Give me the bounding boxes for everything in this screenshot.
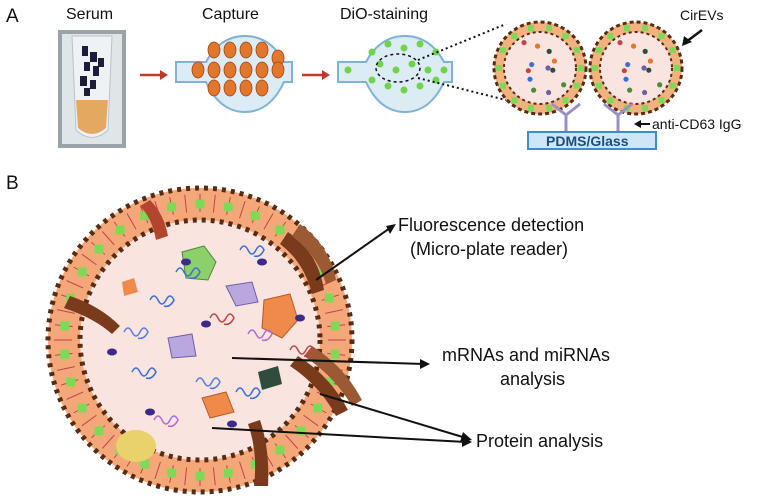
step-arrow-2 [302, 70, 330, 80]
substrate-label: PDMS/Glass [546, 133, 629, 149]
cirevs-pointer-arrow [682, 29, 703, 46]
pdms-glass-substrate [527, 131, 657, 150]
step-capture-label: Capture [202, 6, 259, 23]
step-dio-staining-label: DiO-staining [340, 6, 429, 23]
cirev-vesicle-left [492, 20, 588, 116]
cirevs-label: CirEVs [680, 7, 724, 23]
fluorescence-arrow [315, 224, 396, 281]
rna-analysis-label-line1: mRNAs and miRNAs [442, 345, 611, 365]
protein-analysis-label: Protein analysis [476, 431, 604, 451]
fluorescence-detection-label: Fluorescence detection [398, 215, 585, 235]
transmembrane-proteins [64, 200, 362, 486]
protein-arrow-2 [319, 393, 472, 442]
rna-arrow [231, 357, 430, 369]
protein-cargo [122, 245, 299, 419]
anti-cd63-antibody-left [551, 102, 581, 132]
panel-a-letter: A [6, 6, 19, 27]
cirev-vesicle-right [588, 20, 684, 116]
panel-b-letter: B [6, 173, 19, 194]
large-vesicle [45, 185, 355, 495]
antibody-label: anti-CD63 IgG [652, 116, 742, 132]
antibody-pointer-arrow [634, 120, 650, 128]
microplate-reader-label: (Micro-plate reader) [410, 239, 569, 259]
step-arrow-1 [140, 70, 168, 80]
staining-chamber [337, 34, 453, 114]
capture-chamber [175, 34, 293, 114]
anti-cd63-antibody-right [603, 102, 633, 132]
step-serum-label: Serum [66, 6, 114, 23]
serum-tube-photo [58, 30, 126, 148]
rna-analysis-label-line2: analysis [500, 369, 566, 389]
